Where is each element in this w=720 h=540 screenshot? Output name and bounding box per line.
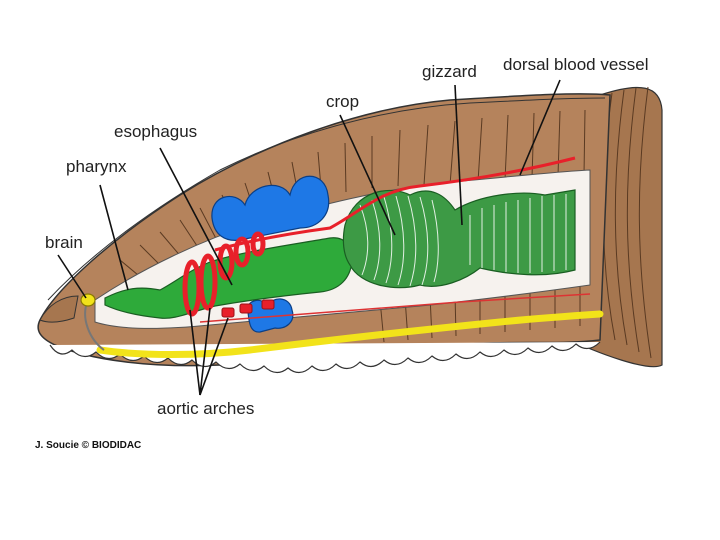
ventral-blood-vessel bbox=[199, 293, 591, 323]
label-crop: crop bbox=[326, 92, 359, 111]
aortic-arches bbox=[182, 231, 266, 317]
leader-brain bbox=[57, 254, 87, 299]
leader-aortic-arches-3 bbox=[199, 317, 229, 396]
label-gizzard: gizzard bbox=[422, 62, 477, 81]
label-esophagus: esophagus bbox=[114, 122, 197, 141]
leader-lines bbox=[57, 79, 561, 396]
dorsal-cuticle bbox=[47, 97, 606, 301]
brain-ganglion bbox=[80, 293, 96, 307]
leader-gizzard bbox=[454, 84, 463, 226]
ventral-nerve-cord bbox=[96, 310, 604, 358]
leader-aortic-arches-1 bbox=[189, 309, 201, 396]
leader-esophagus bbox=[159, 147, 233, 286]
label-pharynx: pharynx bbox=[66, 157, 127, 176]
crop-gizzard bbox=[342, 189, 576, 289]
ventral-vessel-loops bbox=[221, 299, 275, 318]
label-dorsal-blood-vessel: dorsal blood vessel bbox=[503, 55, 649, 74]
credit-text: J. Soucie © BIODIDAC bbox=[35, 440, 141, 451]
prostomium bbox=[39, 295, 79, 323]
leader-aortic-arches-2 bbox=[199, 307, 211, 396]
label-brain: brain bbox=[45, 233, 83, 252]
ventral-body-edge bbox=[49, 341, 601, 374]
leader-crop bbox=[339, 114, 396, 236]
label-aortic-arches: aortic arches bbox=[157, 399, 254, 418]
leader-dorsal-blood-vessel bbox=[519, 79, 561, 176]
leader-pharynx bbox=[99, 184, 129, 291]
seminal-vesicles bbox=[211, 175, 330, 333]
